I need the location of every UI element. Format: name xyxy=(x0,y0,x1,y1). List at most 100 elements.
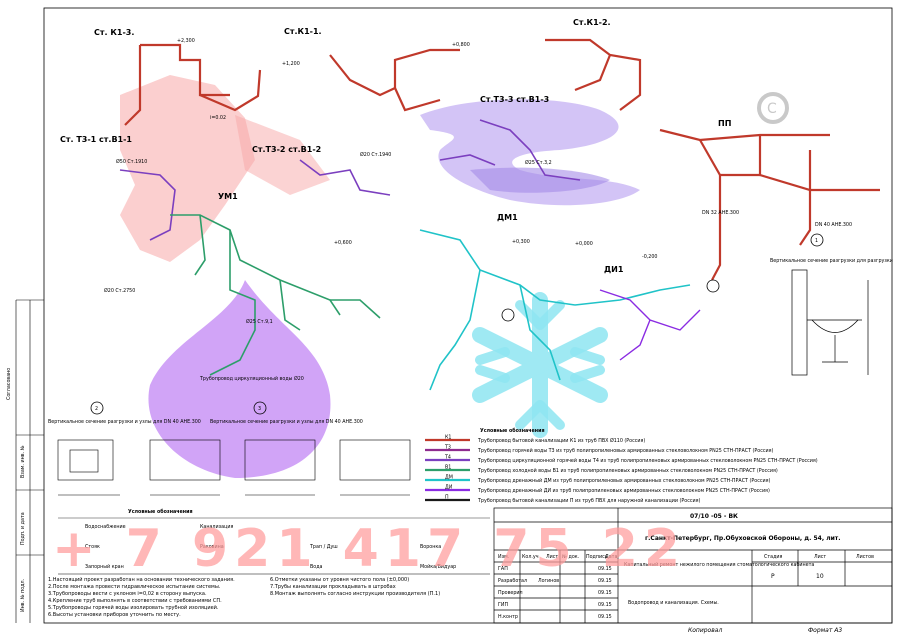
svg-text:Н.контр: Н.контр xyxy=(498,614,518,620)
notes: 1.Настоящий проект разработан на основан… xyxy=(48,576,440,618)
symbol-label: Раковина xyxy=(200,544,224,550)
drawing-frame xyxy=(43,7,893,624)
legend-code: Т4 xyxy=(444,455,451,461)
object-name: Капитальный ремонт нежилого помещения ст… xyxy=(624,561,814,568)
address: г.Санкт-Петербург, Пр.Обуховской Обороны… xyxy=(645,535,841,542)
legend-code: К1 xyxy=(445,435,451,441)
svg-text:09.15: 09.15 xyxy=(598,566,612,572)
label-di1: ДИ1 xyxy=(604,265,624,274)
label-pp: ПП xyxy=(718,119,731,128)
label-k1-3: Ст. К1-3. xyxy=(94,28,134,37)
svg-text:4.Крепление труб выполнять в с: 4.Крепление труб выполнять в соответстви… xyxy=(48,598,222,604)
label-dm1: ДМ1 xyxy=(497,213,518,222)
elevation-mark: +1,200 xyxy=(282,61,300,67)
symbols-block: Условные обозначения Водоснабжение Канал… xyxy=(58,508,490,575)
svg-text:6.Высоты установки приборов ут: 6.Высоты установки приборов уточнить по … xyxy=(48,612,181,618)
pipe-label: Ø20 Ст.1940 xyxy=(360,151,391,158)
svg-text:Логинов: Логинов xyxy=(538,578,559,584)
svg-text:Лист: Лист xyxy=(814,554,826,560)
svg-text:Изм.: Изм. xyxy=(498,554,509,560)
legend-text: Трубопровод циркуляционной горячей воды … xyxy=(477,457,818,464)
legend-code: Т3 xyxy=(444,445,451,451)
watermark-phone: + 7 921 417 75 22 xyxy=(52,519,686,579)
pipes-di xyxy=(599,289,701,361)
pipe-label: Трубопровод циркуляционный воды Ø20 xyxy=(199,375,304,382)
svg-text:Листов: Листов xyxy=(856,554,874,560)
legend-code: ДИ xyxy=(445,485,453,491)
label-t3-1: Ст. Т3-1 ст.В1-1 xyxy=(60,135,132,144)
detail-sections xyxy=(57,439,411,496)
svg-text:1: 1 xyxy=(815,238,818,244)
label-t3-2: Ст.Т3-2 ст.В1-2 xyxy=(252,145,321,154)
elevation-mark: +0,600 xyxy=(334,240,352,246)
watermark-shapes: C xyxy=(120,75,789,478)
svg-text:Условные обозначения: Условные обозначения xyxy=(128,508,193,515)
svg-text:Проверил: Проверил xyxy=(498,590,523,596)
sheet-title: Водопровод и канализация. Схемы. xyxy=(628,600,719,606)
strip-replace: Взам. инв. № xyxy=(20,445,26,478)
svg-text:Стадия: Стадия xyxy=(764,554,783,560)
legend-text: Трубопровод горячей воды Т3 из труб поли… xyxy=(477,447,774,454)
detail-markers: 1 2 3 xyxy=(90,233,824,415)
pipe-label: DN 40 АНЕ.300 xyxy=(815,222,852,228)
symbol-label: Вода xyxy=(310,564,323,570)
symbol-label: Трап / Душ xyxy=(309,544,338,550)
elevation-mark: +0,800 xyxy=(452,42,470,48)
title-block xyxy=(493,507,893,624)
symbol-label: Стояк xyxy=(85,544,100,550)
pipe-label: Ø25 Ст.9,1 xyxy=(246,318,273,325)
detail-note: Вертикальное сечение разгрузки для разгр… xyxy=(770,258,893,264)
svg-text:Р: Р xyxy=(771,573,775,580)
legend-text: Трубопровод бытовой канализации П из тру… xyxy=(477,497,700,504)
strip-agreed: Согласовано xyxy=(6,368,12,400)
svg-text:2.После монтажа провести гидра: 2.После монтажа провести гидравлическое … xyxy=(48,584,221,590)
symbol-label: Запорный кран xyxy=(85,563,124,570)
pipe-label: Ø25 Ст.3,2 xyxy=(525,159,552,166)
footer-format: Формат А3 xyxy=(808,627,842,634)
legend-text: Трубопровод дренажный ДИ из труб полипро… xyxy=(477,487,770,494)
detail-note: Вертикальное сечение разгрузки и узлы дл… xyxy=(48,419,201,425)
label-um1: УМ1 xyxy=(218,192,238,201)
symbol-label: Канализация xyxy=(200,524,233,530)
symbol-label: Водоснабжение xyxy=(85,524,126,530)
svg-text:Лист: Лист xyxy=(546,554,558,560)
stamp-text: 07/10 -05 - ВК г.Санкт-Петербург, Пр.Обу… xyxy=(498,513,874,620)
svg-text:3.Трубопроводы вести с уклоном: 3.Трубопроводы вести с уклоном i=0,02 в … xyxy=(48,591,207,597)
svg-text:ГАП: ГАП xyxy=(498,566,508,572)
svg-text:8.Монтаж выполнять согласно ин: 8.Монтаж выполнять согласно инструкции п… xyxy=(270,591,440,597)
label-k1-2: Ст.К1-2. xyxy=(573,18,611,27)
legend-code: ДМ xyxy=(445,475,453,481)
strip-inv: Инв. № подл. xyxy=(20,579,26,612)
label-t3-3: Ст.Т3-3 ст.В1-3 xyxy=(480,95,549,104)
symbol-label: Мойка/Видуар xyxy=(420,563,456,570)
section-headings: Ст. К1-3. Ст.К1-1. Ст.К1-2. Ст. Т3-1 ст.… xyxy=(60,18,731,274)
svg-text:Условные обозначения: Условные обозначения xyxy=(480,427,545,434)
symbol-label: Воронка xyxy=(420,544,441,550)
pipes-dm xyxy=(419,229,691,391)
svg-text:Дата: Дата xyxy=(605,554,617,560)
svg-text:2: 2 xyxy=(95,406,98,412)
svg-text:3: 3 xyxy=(258,406,261,412)
svg-text:Кол.уч: Кол.уч xyxy=(522,554,539,560)
svg-text:09.15: 09.15 xyxy=(598,602,612,608)
basin-section xyxy=(791,269,869,376)
svg-text:5.Трубопроводы горячей воды из: 5.Трубопроводы горячей воды изолировать … xyxy=(48,604,219,611)
pipes-b1 xyxy=(170,214,381,376)
pipe-labels: Ø50 Ст.1910 Ø20 Ст.1940 Ø25 Ст.9,1 DN 32… xyxy=(104,38,852,382)
svg-text:09.15: 09.15 xyxy=(598,578,612,584)
svg-text:6.Отметки указаны от уровня чи: 6.Отметки указаны от уровня чистого пола… xyxy=(270,577,409,583)
svg-text:Подпись: Подпись xyxy=(586,554,608,560)
pipe-label: Ø50 Ст.1910 xyxy=(116,158,147,165)
svg-text:C: C xyxy=(767,101,777,117)
elevation-mark: +0,000 xyxy=(575,241,593,247)
legend-text: Трубопровод холодной воды В1 из труб пол… xyxy=(477,467,778,474)
svg-text:Разработал: Разработал xyxy=(498,578,527,584)
svg-text:09.15: 09.15 xyxy=(598,614,612,620)
svg-text:09.15: 09.15 xyxy=(598,590,612,596)
footer-copy: Копировал xyxy=(688,627,722,634)
elevation-mark: +0,300 xyxy=(512,239,530,245)
label-k1-1: Ст.К1-1. xyxy=(284,27,322,36)
legend-text: Трубопровод бытовой канализации К1 из тр… xyxy=(477,437,645,444)
